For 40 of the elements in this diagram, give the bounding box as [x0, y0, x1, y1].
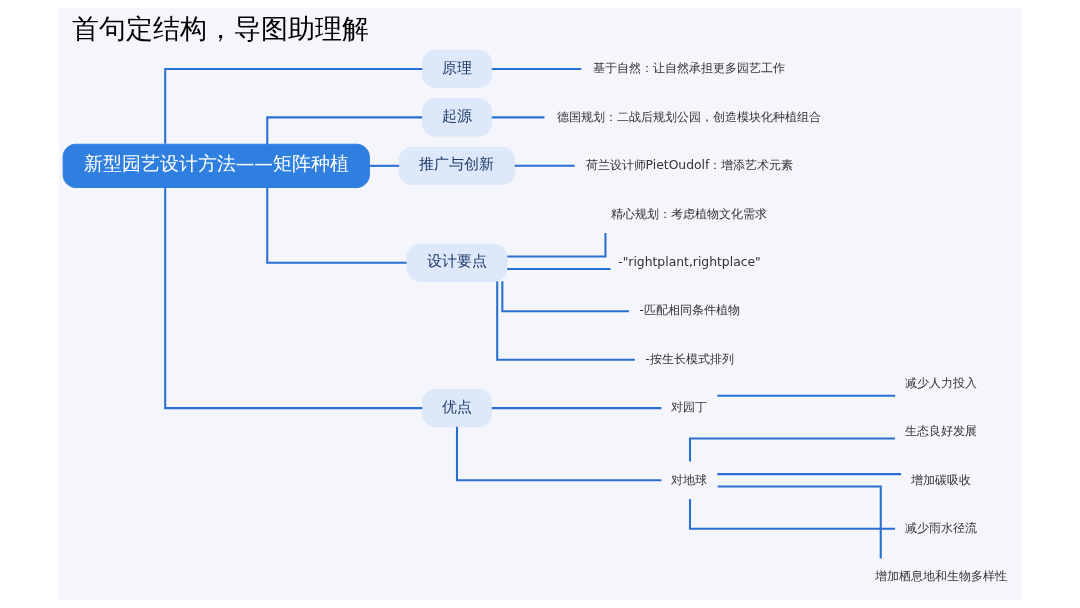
- node-text: -匹配相同条件植物: [638, 303, 740, 318]
- node-box: 优点: [421, 389, 492, 428]
- node-text: 增加栖息地和生物多样性: [874, 569, 1007, 584]
- node-box: 原理: [421, 49, 492, 88]
- connector: [163, 67, 422, 144]
- node-text: 减少雨水径流: [904, 520, 977, 535]
- connector: [368, 164, 399, 167]
- connector: [163, 187, 422, 410]
- connector: [688, 498, 895, 530]
- node-text: -按生长模式排列: [644, 351, 734, 366]
- connector: [506, 267, 611, 270]
- node-text: 对地球: [670, 472, 707, 487]
- node-text: 增加碳吸收: [910, 472, 971, 487]
- node-text: 精心规划：考虑植物文化需求: [610, 206, 767, 221]
- connector: [506, 232, 606, 258]
- node-box: 新型园艺设计方法——矩阵种植: [62, 143, 370, 188]
- connector: [495, 281, 635, 361]
- connector: [717, 485, 882, 559]
- connector: [688, 437, 895, 462]
- connector: [455, 426, 661, 482]
- node-text: 基于自然：让自然承担更多园艺工作: [592, 61, 785, 76]
- connector: [265, 116, 422, 145]
- node-text: 生态良好发展: [904, 424, 977, 439]
- node-box: 设计要点: [405, 243, 507, 282]
- node-text: 减少人力投入: [904, 375, 977, 390]
- node-box: 起源: [421, 98, 492, 137]
- connector: [491, 407, 661, 410]
- node-box: 推广与创新: [398, 146, 515, 185]
- connector: [500, 281, 629, 313]
- node-text: -"rightplant,rightplace": [617, 254, 761, 269]
- connector: [491, 116, 544, 119]
- connector: [491, 67, 581, 70]
- connector: [514, 164, 575, 167]
- diagram-title: 首句定结构，导图助理解: [71, 12, 369, 44]
- node-text: 荷兰设计师PietOudolf：增添艺术元素: [585, 158, 793, 173]
- connector: [716, 394, 895, 397]
- node-text: 德国规划：二战后规划公园，创造模块化种植组合: [556, 109, 821, 124]
- connector: [716, 473, 901, 476]
- node-text: 对园丁: [670, 400, 707, 415]
- connector: [265, 187, 407, 264]
